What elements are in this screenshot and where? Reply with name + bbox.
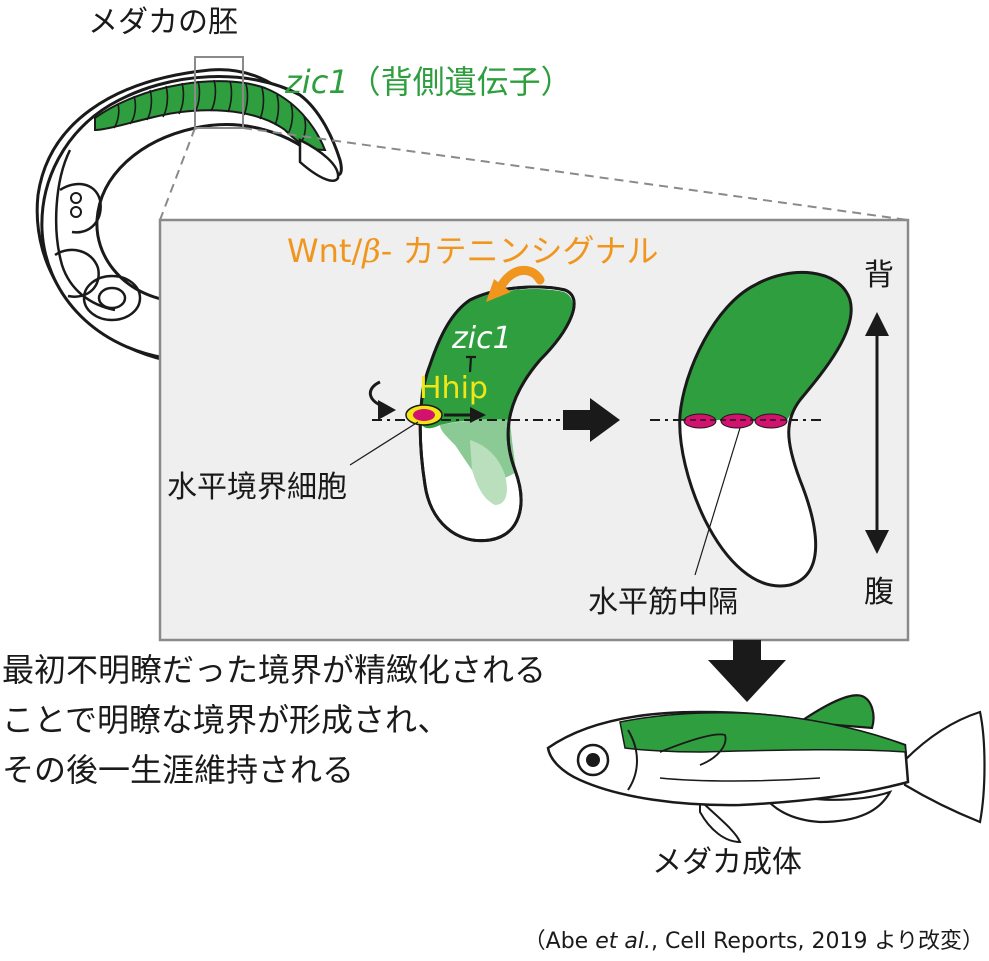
zic1-embryo-label: zic1（背側遺伝子） (284, 63, 573, 101)
wnt-beta: β (361, 232, 381, 270)
zic1-inner-label: zic1 (451, 321, 512, 356)
migration-curl-arrow (369, 380, 396, 420)
embryo-otic-vesicle-1 (70, 192, 82, 204)
citation-open: （Abe (524, 929, 596, 954)
ventral-label: 腹 (864, 575, 894, 610)
fish-pectoral-fin (659, 733, 727, 766)
dorsal-label: 背 (864, 258, 894, 293)
fish-lateral-line (659, 777, 821, 782)
embryo-head (54, 149, 142, 322)
to-adult-arrow (708, 640, 786, 702)
wnt-suffix: - カテニンシグナル (381, 232, 659, 270)
adult-medaka-label: メダカ成体 (652, 845, 802, 880)
somite-early (418, 285, 576, 543)
horizontal-boundary-cells-label: 水平境界細胞 (167, 470, 347, 505)
adult-medaka (546, 694, 986, 844)
embryo-title: メダカの胚 (88, 5, 238, 40)
fish-gill (627, 729, 638, 791)
myoseptum-leader (694, 427, 741, 576)
somite-early-fade (470, 440, 507, 505)
boundary-cell (405, 404, 443, 426)
wnt-prefix: Wnt/ (287, 232, 362, 270)
boundary-cell-leader (349, 421, 419, 466)
fish-pelvic-fin (699, 797, 742, 844)
myoseptum-cell-2 (720, 413, 754, 429)
hhip-label: Hhip (419, 371, 488, 406)
citation-rest: , Cell Reports, 2019 より改変） (651, 929, 984, 954)
caption-line-2: ことで明瞭な境界が形成され、 (2, 701, 449, 739)
zic1-gene-note: （背側遺伝子） (349, 63, 573, 101)
embryo-somites (113, 79, 307, 142)
somite-late-green (681, 272, 852, 420)
zoom-line-right (242, 127, 909, 221)
dv-axis-arrow (865, 312, 889, 554)
fish-dorsal-fin (796, 694, 875, 730)
somite-late (678, 270, 853, 588)
myoseptum-cell-3 (754, 413, 788, 429)
citation-etal: et al. (595, 929, 651, 954)
somite-early-green (420, 288, 573, 429)
medaka-embryo (35, 56, 343, 362)
cell-direction-arrow (444, 407, 486, 423)
fish-dorsal-green (619, 712, 907, 753)
fish-tail-fin (903, 710, 986, 824)
horizontal-myoseptum-label: 水平筋中隔 (588, 585, 738, 620)
progression-arrow (563, 398, 620, 442)
zoom-box (194, 56, 244, 129)
embryo-otic-vesicle-2 (70, 206, 82, 218)
zoom-line-left (159, 127, 196, 221)
citation: （Abe et al., Cell Reports, 2019 より改変） (524, 929, 984, 954)
wnt-arrow (486, 266, 545, 302)
caption-line-1: 最初不明瞭だった境界が精緻化される (2, 651, 546, 689)
inhibition-mark (466, 355, 476, 373)
myoseptum-cell-1 (683, 413, 717, 429)
embryo-tail (298, 137, 340, 182)
fish-pupil (586, 753, 600, 767)
wnt-label: Wnt/β- カテニンシグナル (287, 232, 658, 270)
caption-line-3: その後一生涯維持される (2, 751, 354, 789)
zic1-gene-name: zic1 (284, 63, 349, 101)
